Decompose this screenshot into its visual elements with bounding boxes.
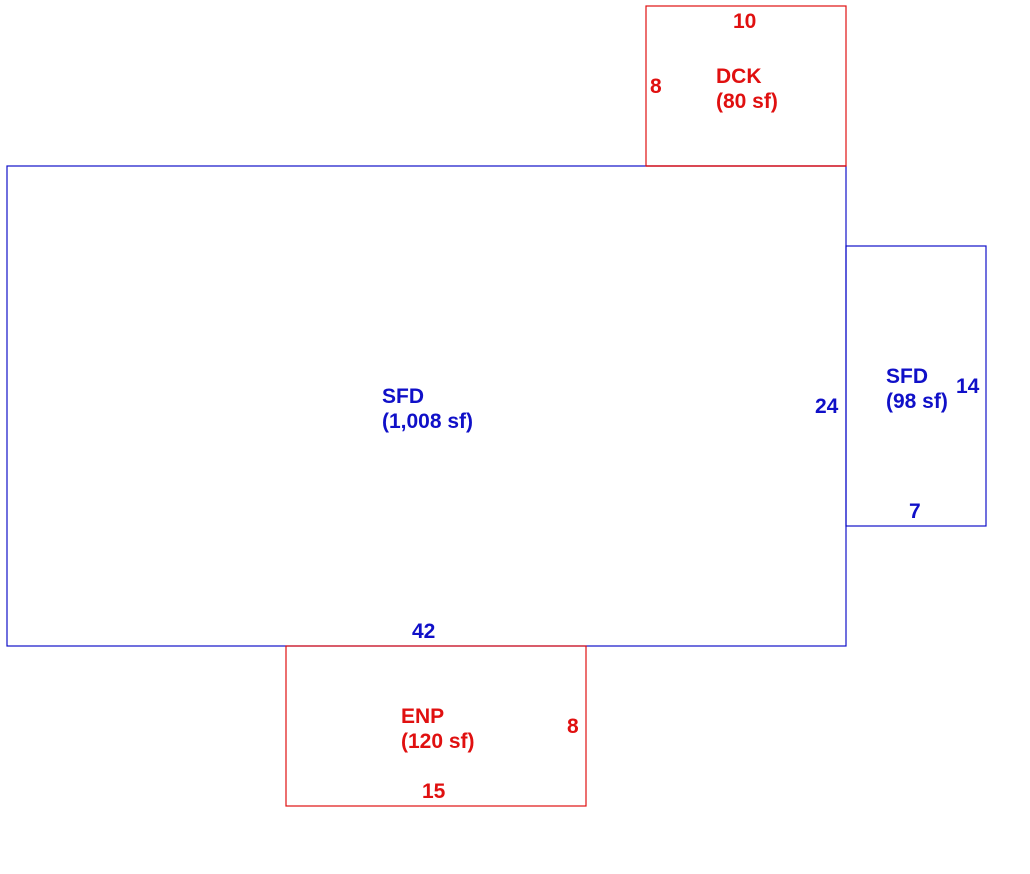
sfd-main-depth-dim: 24 [815,395,839,418]
sfd-addition-area: (98 sf) [886,390,948,413]
deck-label: DCK (80 sf) [716,64,778,114]
deck-width-dim: 10 [733,10,757,33]
porch-area: (120 sf) [401,730,475,753]
sfd-main-area: (1,008 sf) [382,410,474,433]
sfd-main-width-dim: 42 [412,620,436,643]
deck-area: (80 sf) [716,90,778,113]
porch-label: ENP (120 sf) [401,704,475,754]
porch-code: ENP [401,705,445,728]
sfd-main-code: SFD [382,385,424,408]
sfd-addition-outline [845,245,987,527]
deck-depth-dim: 8 [650,75,662,98]
enclosed-porch-outline [285,645,587,807]
sfd-main-label: SFD (1,008 sf) [382,384,473,434]
porch-width-dim: 15 [422,780,446,803]
sfd-addition-label: SFD (98 sf) [886,364,948,414]
deck-code: DCK [716,65,762,88]
sfd-addition-width-dim: 7 [909,500,921,523]
sfd-addition-code: SFD [886,365,928,388]
porch-depth-dim: 8 [567,715,579,738]
sfd-addition-depth-dim: 14 [956,375,980,398]
